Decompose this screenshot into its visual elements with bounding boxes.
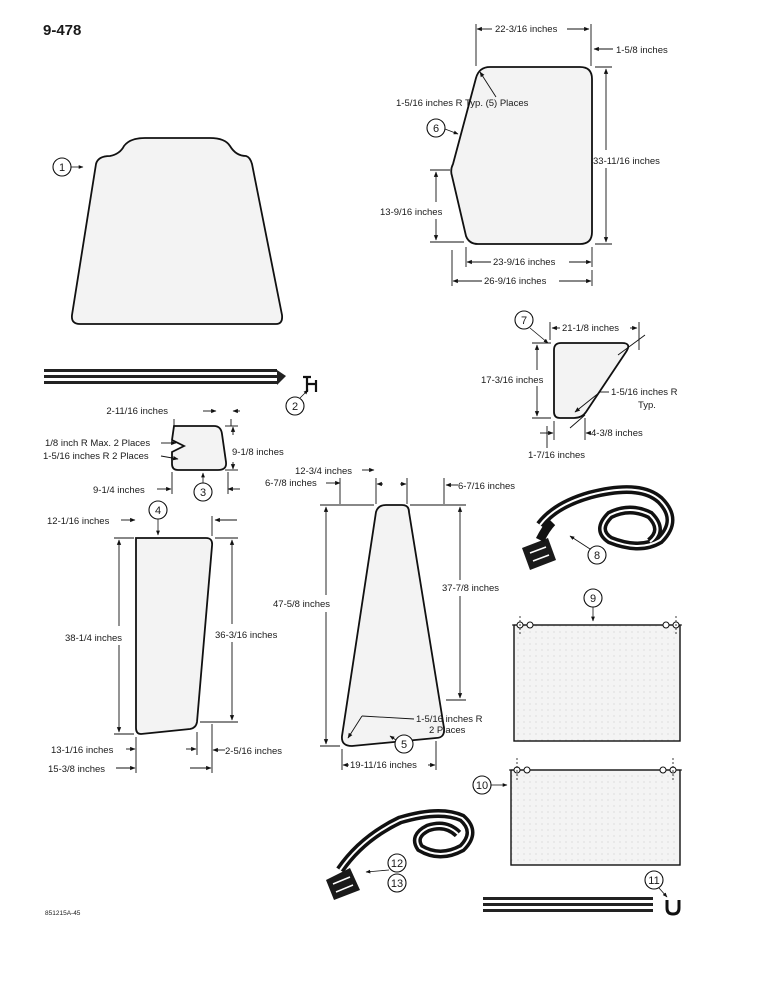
part-10-panel	[509, 758, 682, 866]
callout-circle-13	[387, 873, 407, 893]
callout-circle-7	[514, 310, 534, 330]
part-5-quarter-glass	[341, 504, 445, 747]
dim-p6-side: 13-9/16 inches	[380, 207, 443, 218]
part-1-rear-window	[71, 137, 284, 325]
dim-p6-height: 33-11/16 inches	[593, 156, 660, 167]
callout-circle-11	[644, 870, 664, 890]
dim-p3-bottom: 9-1/4 inches	[93, 485, 145, 496]
callout-label-5: 5	[401, 739, 407, 751]
dim-p3-height: 9-1/8 inches	[232, 447, 284, 458]
leader-8	[569, 535, 591, 550]
dim-p7-radius: 1-5/16 inches R	[611, 387, 678, 398]
callout-label-6: 6	[433, 123, 439, 135]
callout-circle-12	[387, 853, 407, 873]
part-3-vent-glass	[171, 425, 227, 471]
dim-p6-bottom: 23-9/16 inches	[493, 257, 556, 268]
callout-circle-6	[426, 118, 446, 138]
part-8-coiled-seal	[522, 485, 675, 570]
dim-p4-right: 36-3/16 inches	[215, 630, 278, 641]
dim-p3-width: 2-11/16 inches	[106, 406, 168, 417]
leader-11	[658, 887, 668, 898]
callout-label-9: 9	[590, 593, 596, 605]
part-4-door-glass	[135, 537, 214, 735]
callout-label-11: 11	[648, 875, 659, 887]
callout-label-8: 8	[594, 550, 600, 562]
part-9-panel	[512, 616, 682, 742]
part-7-triangle-glass	[553, 342, 630, 419]
dim-p5-right: 37-7/8 inches	[442, 583, 499, 594]
dim-p5-right-off: 6-7/16 inches	[458, 481, 515, 492]
dim-p4-left: 38-1/4 inches	[65, 633, 122, 644]
dim-p4-total: 15-3/8 inches	[48, 764, 105, 775]
callout-label-4: 4	[155, 505, 161, 517]
callout-label-2: 2	[292, 401, 298, 413]
leader-7	[529, 327, 549, 344]
dim-p7-radius-typ: Typ.	[638, 400, 656, 411]
callout-label-1: 1	[59, 162, 65, 174]
reference-code: 851215A-45	[45, 910, 81, 917]
callout-circle-5	[394, 734, 414, 754]
dim-p4-top: 12-1/16 inches	[47, 516, 110, 527]
dim-p6-offset: 1-5/8 inches	[616, 45, 668, 56]
part-2-seal-strip	[44, 369, 318, 392]
dim-p5-height: 47-5/8 inches	[273, 599, 330, 610]
callout-circle-8	[587, 545, 607, 565]
dim-p3-radius2: 1-5/16 inches R 2 Places	[43, 451, 149, 462]
dim-p4-offset: 2-5/16 inches	[225, 746, 282, 757]
callout-circle-2	[285, 396, 305, 416]
dim-p6-total: 26-9/16 inches	[484, 276, 547, 287]
leader-5	[389, 735, 397, 741]
dim-p4-bottom: 13-1/16 inches	[51, 745, 114, 756]
part-6-back-glass	[450, 66, 593, 245]
dim-p5-radius: 1-5/16 inches R	[416, 714, 483, 725]
page-number: 9-478	[43, 22, 81, 39]
dim-p7-offset: 1-7/16 inches	[528, 450, 585, 461]
dim-p5-left-off: 6-7/8 inches	[265, 478, 317, 489]
callout-label-10: 10	[476, 780, 488, 792]
part-12-13-coiled-seal	[326, 808, 475, 900]
callout-label-13: 13	[391, 878, 403, 890]
callout-label-12: 12	[391, 858, 403, 870]
dim-p7-bottom: 4-3/8 inches	[591, 428, 643, 439]
leader-2	[299, 389, 309, 399]
dim-p6-radius: 1-5/16 inches R Typ. (5) Places	[396, 98, 529, 109]
dim-p3-radius1: 1/8 inch R Max. 2 Places	[45, 438, 150, 449]
leader-12-13	[365, 869, 390, 874]
callout-label-3: 3	[200, 487, 206, 499]
dim-p5-top: 12-3/4 inches	[295, 466, 352, 477]
dim-p5-bottom: 19-11/16 inches	[350, 760, 417, 771]
dim-p7-height: 17-3/16 inches	[481, 375, 544, 386]
dim-p5-radius-places: 2 Places	[429, 725, 466, 736]
dim-p6-width-top: 22-3/16 inches	[495, 24, 558, 35]
leader-6	[444, 128, 459, 135]
part-11-seal-strip	[483, 897, 681, 916]
dim-p7-width: 21-1/8 inches	[562, 323, 619, 334]
callout-label-7: 7	[521, 315, 527, 327]
